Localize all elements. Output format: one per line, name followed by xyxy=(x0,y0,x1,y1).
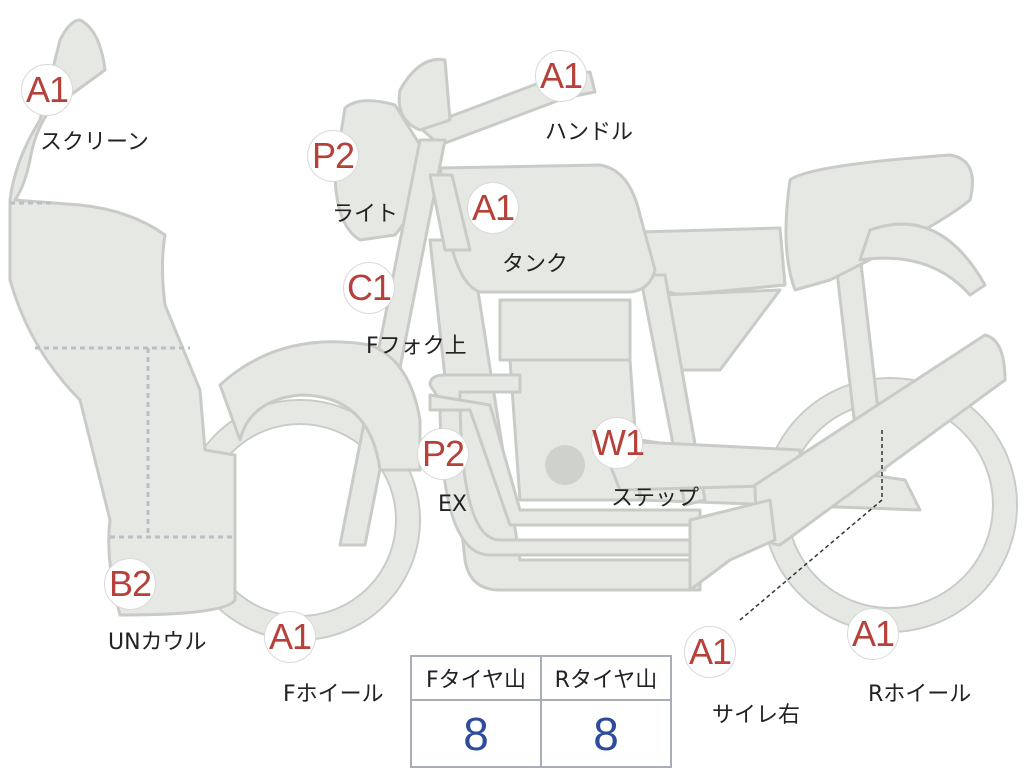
handle-label: ハンドル xyxy=(545,120,634,145)
tank-label: タンク xyxy=(502,252,569,277)
engine-shape xyxy=(498,298,632,362)
rear-tire-value: 8 xyxy=(540,699,672,768)
rear-tire-header: Rタイヤ山 xyxy=(540,655,672,701)
rear-seat-shape xyxy=(784,153,974,292)
under-cowl-label: UNカウル xyxy=(108,630,207,655)
ex-label: EX xyxy=(438,492,467,517)
light-badge: P2 xyxy=(307,130,359,182)
muffler-right-badge: A1 xyxy=(684,626,736,678)
rear-wheel-badge: A1 xyxy=(847,608,899,660)
step-badge: W1 xyxy=(591,417,645,469)
ex-badge: P2 xyxy=(417,428,469,480)
front-wheel-label: Fホイール xyxy=(283,682,384,707)
fork-upper-label: Fフォク上 xyxy=(366,334,467,359)
front-wheel-badge: A1 xyxy=(264,611,316,663)
handle-badge: A1 xyxy=(535,50,587,102)
front-tire-header: Fタイヤ山 xyxy=(410,655,542,701)
under-cowl-badge: B2 xyxy=(104,558,156,610)
fork-upper-badge: C1 xyxy=(343,262,395,314)
screen-label: スクリーン xyxy=(40,130,149,155)
light-label: ライト xyxy=(332,202,399,227)
tank-badge: A1 xyxy=(467,182,519,234)
front-tire-value: 8 xyxy=(410,699,542,768)
step-label: ステップ xyxy=(611,486,700,511)
muffler-right-label: サイレ右 xyxy=(712,703,801,728)
tire-tread-table: Fタイヤ山 Rタイヤ山 8 8 xyxy=(410,655,672,768)
screen-badge: A1 xyxy=(21,64,73,116)
cowl-shape xyxy=(8,18,237,617)
rear-wheel-label: Rホイール xyxy=(868,682,972,707)
